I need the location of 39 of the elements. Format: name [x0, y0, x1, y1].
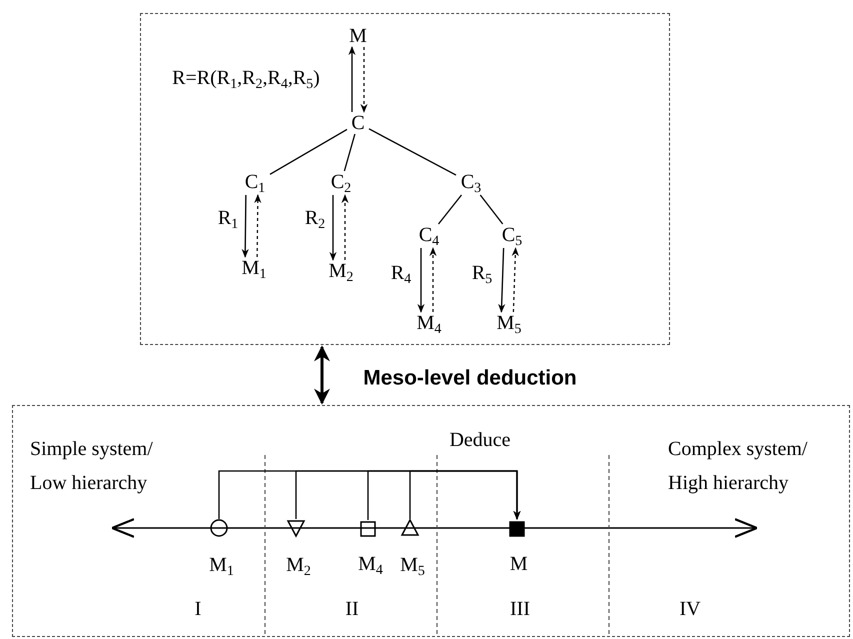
node-label: M$_{2}$	[323, 260, 359, 284]
arrow	[417, 248, 425, 313]
node-label: C	[347, 112, 369, 134]
arrow	[329, 195, 337, 261]
region-label: III	[510, 599, 530, 619]
arrow	[242, 195, 249, 258]
region-label: Complex system/ High hierarchy	[668, 437, 808, 496]
node-label: C$_{5}$	[497, 224, 527, 248]
marker-label: M$_{5}$	[400, 555, 425, 580]
arrow	[254, 194, 262, 257]
marker-label: M$_{2}$	[286, 555, 311, 580]
region-label: I	[194, 599, 202, 619]
connector-line	[270, 128, 348, 175]
connector-line	[438, 194, 462, 224]
connector-line	[480, 194, 504, 224]
marker-label: M$_{1}$	[209, 555, 234, 580]
node-label: M$_{5}$	[491, 312, 527, 336]
node-label: C$_{4}$	[414, 224, 444, 248]
arrow	[341, 194, 349, 260]
region-label: IV	[679, 599, 701, 619]
region-label: II	[345, 599, 359, 619]
connector-line	[368, 128, 456, 176]
arrow	[314, 345, 330, 405]
connector-line	[344, 134, 356, 172]
node-label: C$_{2}$	[326, 171, 356, 195]
marker-label: M$_{4}$	[358, 554, 383, 578]
node-label: M	[346, 25, 370, 47]
node-label: M$_{4}$	[411, 312, 447, 336]
arrow	[360, 47, 368, 113]
node-label: C$_{1}$	[240, 171, 270, 195]
arrow	[512, 247, 519, 312]
arrow	[409, 470, 521, 520]
node-label: M$_{1}$	[236, 257, 272, 281]
node-label: C$_{3}$	[456, 171, 486, 195]
arrow	[348, 46, 356, 112]
arrow	[498, 248, 506, 313]
marker-label: M	[510, 554, 528, 574]
arrow	[429, 247, 437, 312]
region-label: Simple system/ Low hierarchy	[30, 437, 154, 496]
